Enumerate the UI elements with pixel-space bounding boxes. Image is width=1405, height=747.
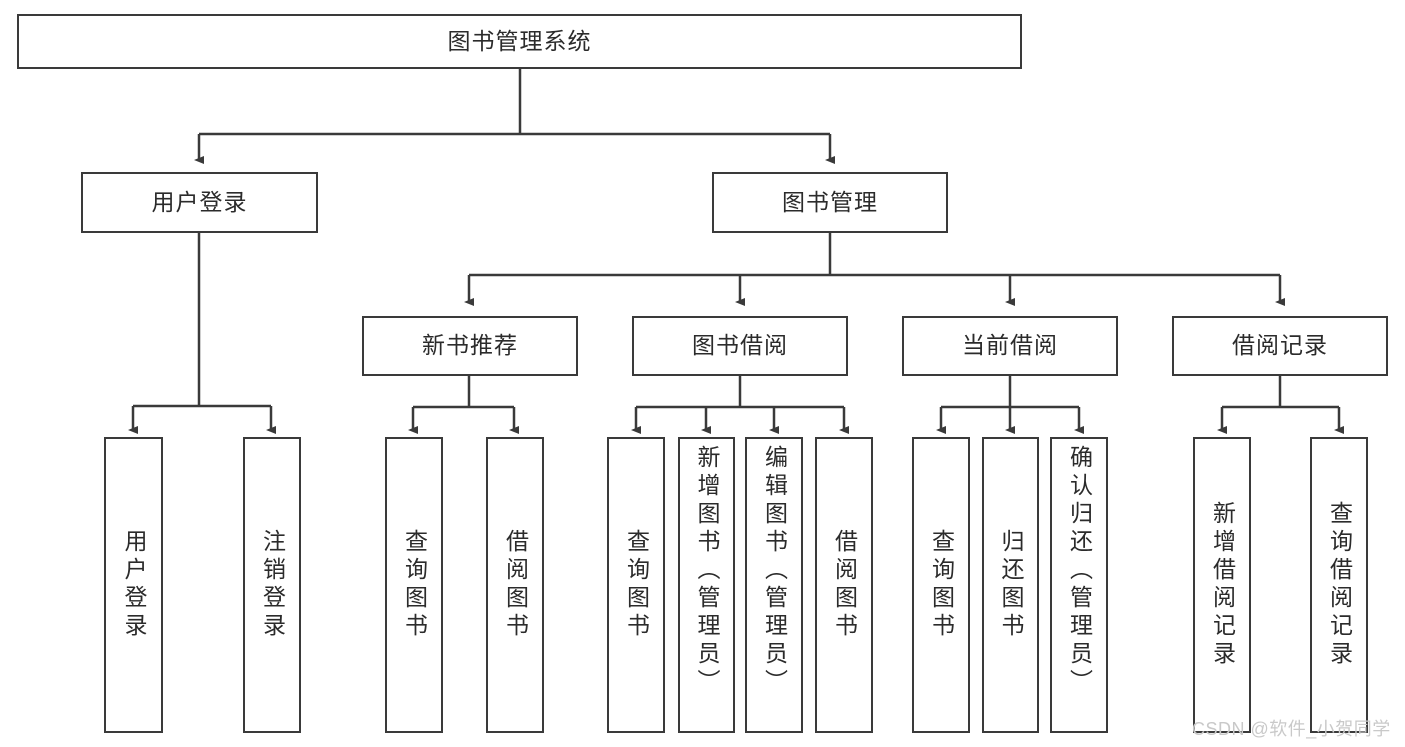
node-leaf-new-book-query[interactable]: 查询图书 [385, 437, 443, 733]
node-label: 借阅图书 [502, 529, 529, 641]
node-new-book-recommend[interactable]: 新书推荐 [362, 316, 578, 376]
node-label: 当前借阅 [962, 332, 1058, 359]
node-label: 用户登录 [121, 529, 147, 641]
node-user-login[interactable]: 用户登录 [81, 172, 318, 233]
node-label: 注销登录 [259, 529, 286, 641]
node-leaf-new-book-borrow[interactable]: 借阅图书 [486, 437, 544, 733]
node-label: 查询图书 [928, 529, 955, 641]
node-leaf-book-borrow-borrow[interactable]: 借阅图书 [815, 437, 873, 733]
node-label: 查询图书 [623, 529, 650, 641]
node-leaf-user-login-login[interactable]: 用户登录 [104, 437, 163, 733]
node-label: 借阅记录 [1232, 332, 1328, 359]
node-label: 图书管理 [782, 188, 878, 215]
node-label: 图书借阅 [692, 332, 788, 359]
node-current-borrow[interactable]: 当前借阅 [902, 316, 1118, 376]
node-label: 图书管理系统 [447, 27, 592, 54]
node-label: 确认归还（管理员） [1066, 445, 1093, 697]
node-label: 借阅图书 [831, 529, 858, 641]
node-label: 查询图书 [401, 529, 428, 641]
node-label: 用户登录 [151, 188, 248, 215]
node-leaf-current-borrow-return[interactable]: 归还图书 [982, 437, 1039, 733]
node-label: 新增图书（管理员） [694, 445, 720, 697]
node-leaf-book-borrow-add[interactable]: 新增图书（管理员） [678, 437, 735, 733]
node-leaf-user-login-logout[interactable]: 注销登录 [243, 437, 301, 733]
node-label: 编辑图书（管理员） [761, 445, 788, 697]
node-leaf-current-borrow-query[interactable]: 查询图书 [912, 437, 970, 733]
node-label: 新增借阅记录 [1209, 501, 1236, 669]
node-label: 查询借阅记录 [1326, 501, 1353, 669]
node-book-borrow[interactable]: 图书借阅 [632, 316, 848, 376]
node-borrow-record[interactable]: 借阅记录 [1172, 316, 1388, 376]
node-label: 新书推荐 [422, 332, 518, 359]
node-label: 归还图书 [998, 529, 1024, 641]
node-leaf-book-borrow-edit[interactable]: 编辑图书（管理员） [745, 437, 803, 733]
node-leaf-current-borrow-confirm[interactable]: 确认归还（管理员） [1050, 437, 1108, 733]
node-book-management-system[interactable]: 图书管理系统 [17, 14, 1022, 69]
node-book-management[interactable]: 图书管理 [712, 172, 948, 233]
node-leaf-borrow-record-add[interactable]: 新增借阅记录 [1193, 437, 1251, 733]
node-leaf-book-borrow-query[interactable]: 查询图书 [607, 437, 665, 733]
node-leaf-borrow-record-query[interactable]: 查询借阅记录 [1310, 437, 1368, 733]
